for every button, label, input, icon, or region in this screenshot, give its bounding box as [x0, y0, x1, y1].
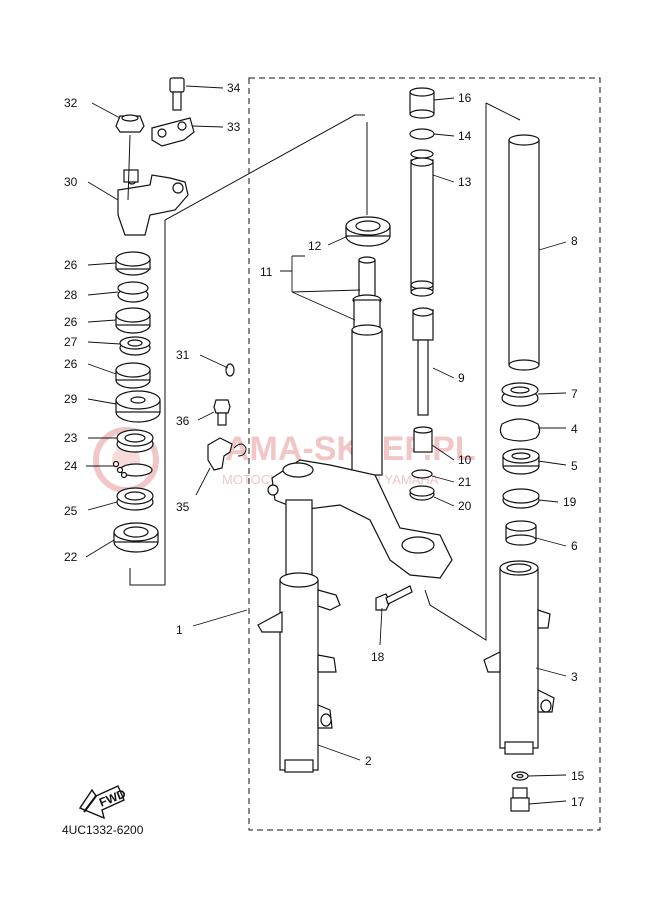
callout-22: 22	[64, 550, 78, 564]
callout-20: 20	[458, 499, 472, 513]
stopper-ring-4	[499, 418, 541, 442]
callout-12: 12	[308, 239, 322, 253]
callout-1: 1	[176, 623, 183, 637]
outer-tube-left	[257, 499, 341, 773]
callout-36: 36	[176, 414, 190, 428]
callout-15: 15	[571, 769, 585, 783]
spring-13	[410, 149, 434, 297]
callout-19: 19	[563, 495, 577, 509]
callout-23: 23	[64, 431, 78, 445]
callout-21: 21	[458, 475, 472, 489]
watermark-main: AMA-SKLEP.PL	[225, 430, 476, 468]
callout-34: 34	[227, 81, 241, 95]
callout-30: 30	[64, 175, 78, 189]
circlip-21	[411, 469, 433, 479]
callout-13: 13	[458, 175, 472, 189]
bolt-17	[510, 787, 530, 812]
stem-axis-line	[129, 114, 365, 586]
under-bracket	[267, 459, 453, 579]
bolt-18	[375, 585, 413, 611]
nut-32	[115, 114, 145, 133]
callout-9: 9	[458, 371, 465, 385]
steering-stem	[351, 256, 383, 476]
callout-2: 2	[365, 754, 372, 768]
callout-26a: 26	[64, 258, 78, 272]
callout-17: 17	[571, 795, 585, 809]
callout-25: 25	[64, 504, 78, 518]
callouts: 1 2 3 4 5 6 7 8 9 10 11 12 13 14 15 16 1…	[64, 81, 585, 809]
handlebar-holder	[151, 117, 195, 147]
callout-5: 5	[571, 459, 578, 473]
bolt-34	[169, 77, 185, 111]
upper-bracket	[117, 169, 189, 236]
washer-20	[409, 485, 435, 501]
callout-29: 29	[64, 392, 78, 406]
fwd-label: FWD	[97, 786, 128, 809]
cap-bolt-16	[409, 87, 435, 119]
rubber-washer-27	[119, 336, 151, 356]
key-31	[225, 363, 235, 377]
seal-12	[345, 216, 391, 247]
washer-15	[511, 771, 529, 781]
callout-8: 8	[571, 234, 578, 248]
callout-14: 14	[458, 129, 472, 143]
callout-24: 24	[64, 459, 78, 473]
inner-tube-8	[508, 134, 540, 371]
taper-spindle-10	[413, 426, 433, 453]
bolt-36	[213, 399, 231, 426]
slide-metal-6	[505, 520, 537, 546]
callout-31: 31	[176, 348, 190, 362]
callout-32: 32	[64, 96, 78, 110]
lock-washer-28	[117, 281, 149, 303]
drawing-code: 4UC1332-6200	[62, 823, 144, 837]
bearing-race-25	[116, 487, 154, 511]
callout-26b: 26	[64, 315, 78, 329]
callout-6: 6	[571, 539, 578, 553]
fwd-arrow-icon: FWD	[78, 785, 128, 820]
washer-19	[502, 488, 540, 509]
callout-11: 11	[260, 265, 273, 279]
ring-nut-26c	[115, 362, 151, 389]
nut-axis-line	[127, 134, 131, 201]
dust-seal-7	[501, 382, 539, 407]
callout-28: 28	[64, 288, 78, 302]
callout-33: 33	[227, 120, 241, 134]
callout-3: 3	[571, 670, 578, 684]
callout-10: 10	[458, 453, 472, 467]
callout-18: 18	[371, 650, 385, 664]
right-axis-line	[424, 102, 521, 641]
callout-16: 16	[458, 91, 472, 105]
clamp-35	[207, 437, 247, 471]
o-ring-14	[409, 128, 435, 140]
bearing-balls-24	[112, 460, 153, 479]
cover-29	[115, 390, 161, 423]
callout-35: 35	[176, 500, 190, 514]
leader-lines	[85, 85, 567, 805]
ring-nut-26b	[115, 307, 151, 334]
bearing-race-23	[116, 429, 154, 453]
assembly-frame	[248, 77, 601, 831]
ring-nut-26a	[115, 251, 151, 276]
oil-seal-5	[502, 448, 540, 475]
callout-26c: 26	[64, 357, 78, 371]
callout-7: 7	[571, 387, 578, 401]
outer-tube-right	[483, 560, 555, 755]
callout-4: 4	[571, 422, 578, 436]
damper-rod-9	[412, 307, 434, 416]
callout-27: 27	[64, 335, 78, 349]
seal-22	[113, 522, 159, 553]
